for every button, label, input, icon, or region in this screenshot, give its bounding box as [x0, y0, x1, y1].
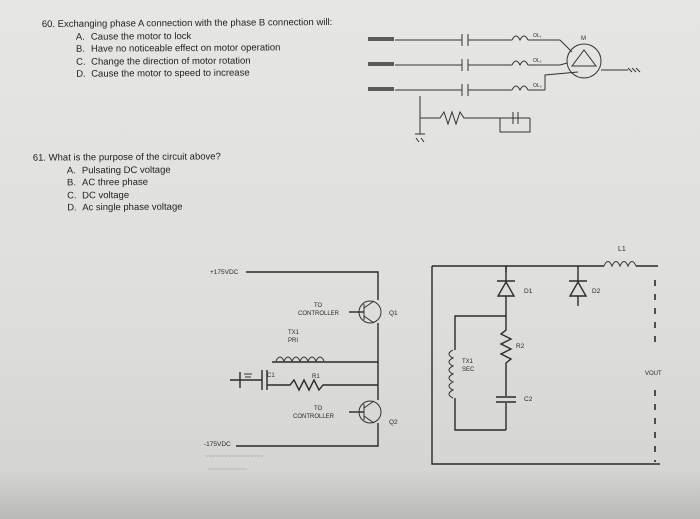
contacts — [461, 34, 469, 96]
q1-terminals — [363, 300, 375, 324]
motor-leads — [544, 39, 579, 90]
phase-a-label-blur — [368, 37, 394, 41]
q1-label: Q1 — [389, 310, 398, 317]
c1-capacitor — [230, 370, 268, 390]
v-top-label: +175VDC — [210, 269, 239, 276]
motor-label: M — [581, 36, 586, 42]
c2-capacitor — [496, 392, 516, 430]
motor-symbol — [566, 43, 602, 79]
v-bottom-label: -175VDC — [204, 441, 231, 448]
to-controller-2-line2: CONTROLLER — [293, 414, 335, 420]
ol2-label: OL₂ — [533, 58, 542, 64]
d1-to-d2-wire — [505, 265, 578, 281]
secondary-lower-wire — [454, 398, 506, 431]
left-ground — [244, 373, 252, 381]
r1-resistor — [267, 378, 378, 392]
phase-c-label-blur — [368, 87, 394, 91]
vout-label: VOUT — [645, 371, 662, 377]
tx1-pri-line1: TX1 — [288, 330, 300, 336]
top-rail — [246, 271, 379, 300]
d2-label: D2 — [592, 288, 601, 295]
tx1-primary-coil — [275, 356, 325, 363]
overload-heater-1 — [511, 35, 529, 42]
motor-ground — [601, 67, 641, 73]
q2-label: Q2 — [389, 419, 398, 426]
secondary-top-wire — [432, 265, 507, 272]
ol1-label: OL₁ — [533, 33, 542, 39]
bleed-through-text-2: ~~~~~~~~~~~~ — [208, 467, 247, 473]
midpoint-wire — [332, 323, 379, 363]
secondary-left-rail — [431, 266, 660, 465]
control-circuit — [419, 96, 531, 134]
d2-diode — [568, 266, 588, 306]
phase-b-label-blur — [368, 62, 394, 66]
r1-label: R1 — [312, 374, 320, 380]
control-ground — [415, 133, 425, 143]
to-controller-2-line1: TO — [314, 406, 323, 412]
r2-label: R2 — [516, 343, 525, 350]
ol3-label: OL₃ — [533, 83, 542, 89]
to-controller-1-line2: CONTROLLER — [298, 311, 340, 317]
tx1-sec-line1: TX1 — [462, 359, 474, 365]
bottom-rail — [236, 423, 379, 447]
d1-label: D1 — [524, 288, 533, 295]
motor-delta-winding — [571, 49, 597, 67]
l1-inductor — [603, 261, 637, 268]
c2-label: C2 — [524, 396, 533, 403]
bleed-through-text-1: ~~~~~~~~~~~~~~~~~~ — [205, 454, 263, 460]
q2-terminals — [363, 400, 375, 424]
tx1-secondary-coil — [448, 349, 455, 399]
to-controller-1-line1: TO — [314, 303, 323, 309]
r2-resistor — [499, 316, 513, 392]
bottom-shadow — [0, 470, 700, 519]
d1-diode — [496, 280, 516, 297]
tx1-sec-line2: SEC — [462, 367, 475, 373]
secondary-upper-wire — [454, 315, 506, 350]
control-contact — [510, 112, 521, 124]
overload-heater-3 — [511, 85, 529, 92]
tx1-pri-line2: PRI — [288, 338, 298, 344]
l1-label: L1 — [618, 246, 626, 253]
c1-label: C1 — [267, 373, 275, 379]
overload-heater-2 — [511, 60, 529, 67]
